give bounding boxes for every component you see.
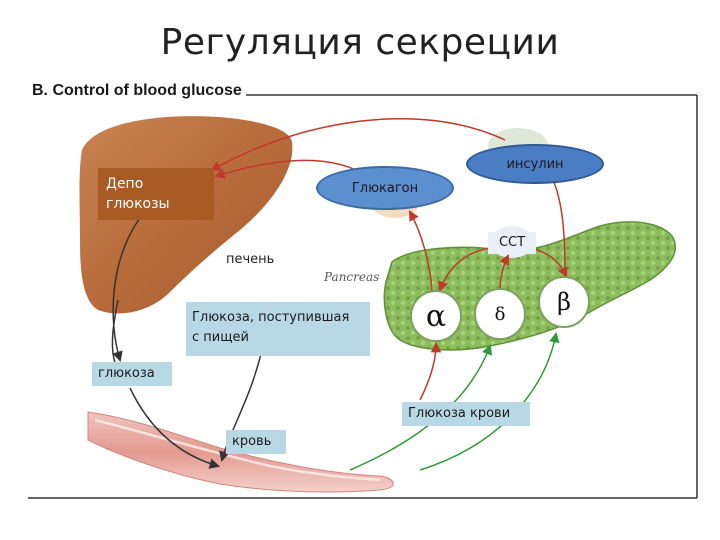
blood-label: кровь xyxy=(226,430,286,454)
sst-label: ССТ xyxy=(488,232,536,254)
arrow-alpha-to-glucagon xyxy=(408,210,433,293)
arrow-glucose-to-blood xyxy=(129,387,221,469)
alpha-cell: α xyxy=(410,290,462,342)
arrow-sst-to-alpha xyxy=(437,247,491,292)
pancreas-label: Pancreas xyxy=(324,270,380,284)
slide-title: Регуляция секреции xyxy=(160,22,560,63)
liver-label: печень xyxy=(226,252,275,267)
arrow-food-to-blood xyxy=(219,349,263,463)
glucagon-label: Глюкагон xyxy=(316,166,454,210)
arrow-liver-to-glucose xyxy=(112,217,141,363)
frame-label: B. Control of blood glucose xyxy=(28,82,246,100)
arrow-blood-to-alpha xyxy=(419,341,442,401)
arrow-liver-down xyxy=(111,299,119,367)
depot-glucose-label: Депо глюкозы xyxy=(98,168,214,220)
blood-vessel-highlight xyxy=(94,418,381,482)
delta-cell: δ xyxy=(474,288,526,340)
blood-vessel xyxy=(87,411,394,493)
glucose-label: глюкоза xyxy=(92,362,172,386)
arrow-insulin-to-liver xyxy=(210,118,506,172)
arrow-delta-to-sst xyxy=(499,254,509,291)
beta-cell: β xyxy=(538,276,590,328)
insulin-label: инсулин xyxy=(466,144,604,184)
food-glucose-label: Глюкоза, поступившая с пищей xyxy=(186,302,370,356)
blood-glucose-label: Глюкоза крови xyxy=(402,402,530,426)
